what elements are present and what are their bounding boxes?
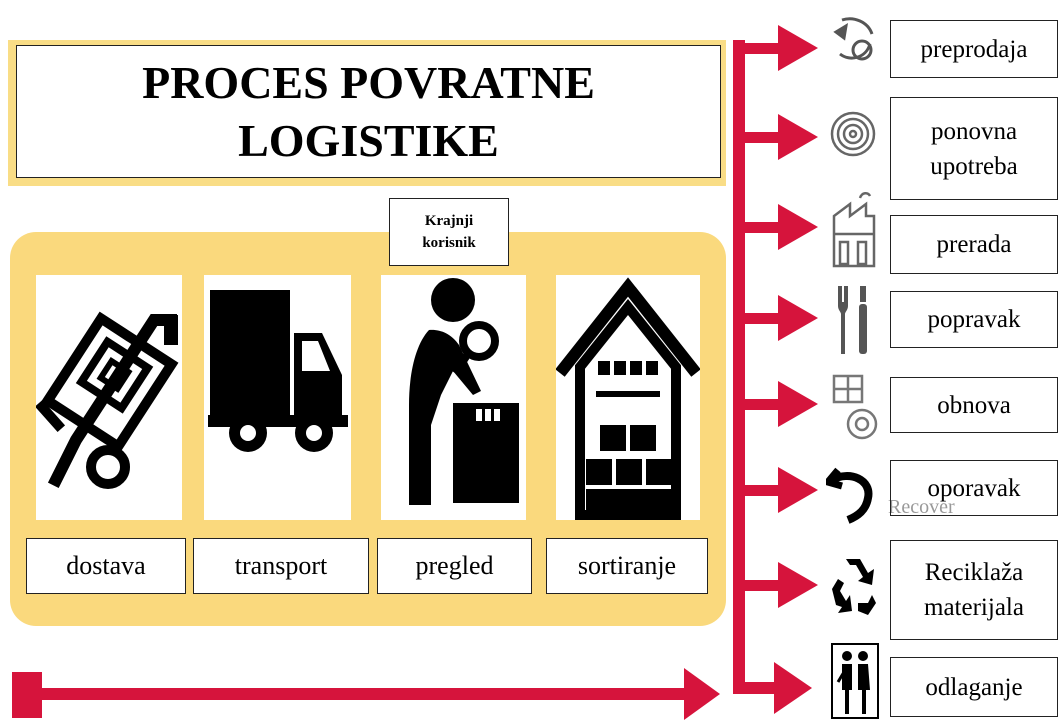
refurbish-icon [832,374,878,440]
title-box: PROCES POVRATNE LOGISTIKE [16,45,721,178]
recover-watermark: Recover [888,496,955,518]
branch-arrows [745,25,818,608]
factory-icon [832,192,876,268]
hand-truck-icon [34,311,179,489]
warehouse-icon [555,277,701,520]
step-label-inspection: pregled [377,538,532,594]
title-line-2: LOGISTIKE [238,114,499,166]
outcome-recovery-label: oporavak [927,474,1021,502]
outcome-reuse: ponovna upotreba [890,97,1058,200]
outcome-resale-label: preprodaja [920,35,1028,63]
end-user-box: Krajnji korisnik [389,198,509,266]
reuse-icon [830,111,876,157]
disposal-icon [831,643,879,719]
step-label-sorting: sortiranje [546,538,708,594]
undo-arrow-icon [826,467,873,524]
resale-icon [833,17,874,61]
step-tile-sorting [555,275,701,520]
step-tile-delivery [34,275,182,520]
inspector-icon [409,278,519,505]
outcome-processing-label: prerada [936,231,1012,258]
tools-icon [838,286,867,354]
end-user-line-2: korisnik [422,235,476,251]
step-label-delivery: dostava [26,538,186,594]
title-line-1: PROCES POVRATNE [142,56,595,108]
outcome-disposal-label: odlaganje [925,673,1023,701]
outcome-repair-label: popravak [927,306,1021,333]
truck-icon [208,290,348,452]
outcome-reuse-label: ponovna upotreba [930,117,1018,180]
outcome-disposal: odlaganje [890,657,1058,717]
outcome-repair: popravak [890,291,1058,348]
outcome-recycling-label: Reciklaža materijala [924,559,1024,621]
outcome-resale: preprodaja [890,20,1058,78]
outcome-renewal: obnova [890,377,1058,433]
outcome-recycling: Reciklaža materijala [890,540,1058,640]
outcome-recovery: oporavak [890,460,1058,516]
step-tile-inspection [381,275,526,520]
end-user-line-1: Krajnji [424,213,474,229]
outcome-processing: prerada [890,215,1058,274]
step-tile-transport [204,275,351,520]
step-label-transport: transport [193,538,369,594]
recycle-icon [832,559,876,615]
outcome-renewal-label: obnova [937,391,1011,419]
